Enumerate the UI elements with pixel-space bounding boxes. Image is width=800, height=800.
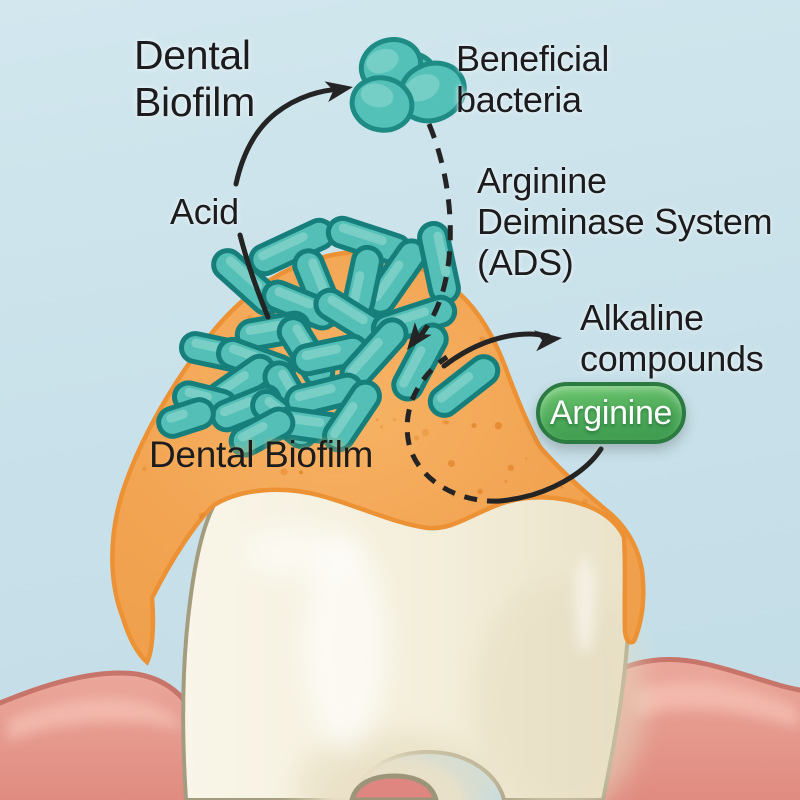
arginine-pill: Arginine	[536, 382, 686, 444]
label-acid: Acid	[170, 191, 239, 232]
label-beneficial-bacteria: Beneficial bacteria	[456, 38, 609, 120]
label-arginine-deiminase-system: Arginine Deiminase System (ADS)	[477, 160, 773, 284]
arginine-loop-path	[404, 354, 604, 504]
label-alkaline-compounds: Alkaline compounds	[580, 297, 764, 380]
label-line: compounds	[580, 338, 764, 380]
label-line: Arginine	[477, 160, 607, 201]
root-notch-gum	[349, 773, 439, 800]
arginine-pill-label: Arginine	[549, 393, 673, 432]
left-gum	[0, 670, 194, 800]
gums	[0, 657, 800, 800]
label-line: Dental	[134, 32, 251, 78]
arrowhead	[407, 322, 432, 350]
bacteria-rods-group	[156, 215, 501, 458]
label-dental-biofilm-inner: Dental Biofilm	[149, 434, 374, 475]
bacterium-rod	[427, 354, 501, 418]
beneficial-bacteria-cluster	[349, 37, 467, 133]
tooth	[181, 487, 645, 800]
arrows	[233, 81, 604, 504]
arrow-alkaline	[441, 330, 562, 369]
bacterium-rod	[156, 397, 216, 439]
arrowhead	[534, 330, 562, 352]
bacterium-rod	[391, 322, 449, 402]
bacterium-rod	[342, 244, 384, 320]
right-gum	[604, 657, 800, 800]
label-dental-biofilm-title: Dental Biofilm	[134, 32, 255, 126]
bacterium-rod	[322, 379, 382, 453]
label-line: (ADS)	[477, 242, 574, 284]
arrowhead	[324, 81, 353, 103]
label-line: bacteria	[456, 79, 582, 121]
bacterium-rod	[228, 406, 296, 458]
label-line: Deiminase System	[477, 201, 773, 243]
arrow-ads	[407, 123, 453, 350]
coccus	[349, 75, 415, 133]
arrow-acid	[233, 81, 353, 320]
label-line: Alkaline	[580, 297, 704, 338]
label-line: Beneficial	[456, 38, 610, 79]
label-line: Biofilm	[134, 79, 255, 126]
